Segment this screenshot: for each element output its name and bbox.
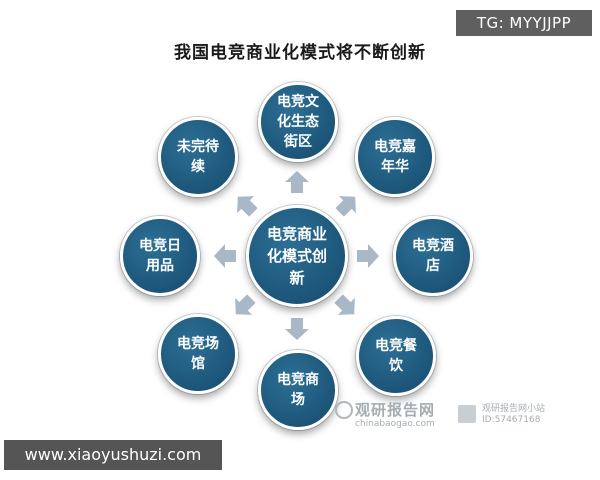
node-carnival: 电竞嘉年华 — [355, 117, 435, 197]
node-label: 电竞餐饮 — [375, 338, 417, 374]
tg-tag-overlay: TG: MYYJJPP — [456, 10, 592, 36]
site-url-overlay: www.xiaoyushuzi.com — [4, 440, 222, 470]
watermark-name: 观研报告网 — [355, 401, 436, 419]
watermark-station-line2: ID:57467168 — [482, 415, 541, 425]
node-label: 电竞嘉年华 — [374, 139, 416, 175]
arrow-up-right — [331, 188, 364, 221]
node-daily-goods: 电竞日用品 — [120, 216, 200, 296]
node-mall: 电竞商场 — [258, 350, 338, 430]
node-catering: 电竞餐饮 — [356, 316, 436, 396]
arrow-up — [285, 171, 309, 193]
node-to-be-continued: 未完待续 — [158, 117, 238, 197]
watermark-logo-icon — [335, 401, 353, 419]
node-culture-street: 电竞文化生态街区 — [258, 82, 338, 162]
node-label: 电竞场馆 — [177, 336, 219, 372]
watermark-station-line1: 观研报告网小站 — [482, 404, 546, 414]
node-venue: 电竞场馆 — [158, 314, 238, 394]
diagram-title: 我国电竞商业化模式将不断创新 — [174, 43, 426, 63]
node-label: 电竞文化生态街区 — [277, 94, 319, 150]
center-node: 电竞商业化模式创新 — [246, 205, 348, 307]
arrow-down-right — [330, 290, 363, 323]
node-label: 未完待续 — [177, 139, 219, 175]
arrow-right — [357, 244, 379, 268]
arrow-up-left — [229, 188, 262, 221]
node-hotel: 电竞酒店 — [393, 216, 473, 296]
qr-icon — [458, 405, 476, 423]
arrow-down-left — [227, 290, 260, 323]
watermark-station: 观研报告网小站 ID:57467168 — [458, 404, 545, 426]
node-label: 电竞酒店 — [412, 238, 454, 274]
node-label: 电竞日用品 — [139, 238, 181, 274]
node-label: 电竞商场 — [277, 372, 319, 408]
watermark-url: chinabaogao.com — [355, 419, 435, 429]
arrow-left — [214, 244, 236, 268]
arrow-down — [285, 318, 309, 340]
center-node-label: 电竞商业化模式创新 — [266, 225, 327, 287]
